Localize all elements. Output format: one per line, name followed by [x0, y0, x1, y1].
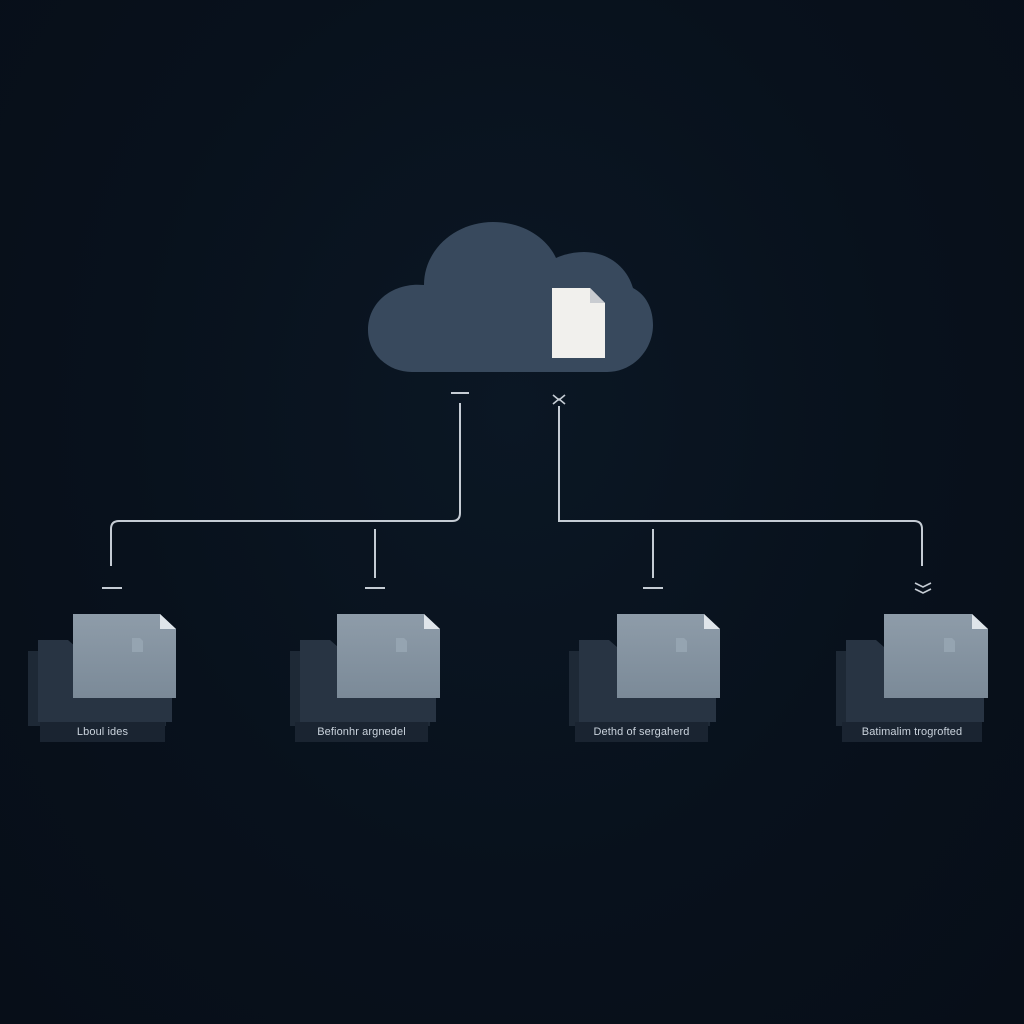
node-label: Batimalim trogrofted — [861, 726, 963, 738]
node-label: Lboul ides — [76, 726, 129, 738]
node-label: Dethd of sergaherd — [593, 726, 690, 738]
connector-right-branch — [558, 406, 923, 566]
node-label: Befionhr argnedel — [317, 726, 406, 738]
connector-left-branch — [110, 403, 461, 566]
connector-lines — [110, 403, 923, 578]
document-icon — [552, 288, 605, 358]
connector-mark-right — [552, 394, 566, 405]
node-markers — [102, 582, 932, 594]
node-marker-3 — [914, 582, 932, 594]
folder-documents-icon — [28, 614, 176, 742]
folder-documents-icon — [290, 614, 440, 742]
folder-documents-icon — [569, 614, 720, 742]
cloud-icon — [368, 222, 653, 372]
folder-documents-icon — [836, 614, 988, 742]
